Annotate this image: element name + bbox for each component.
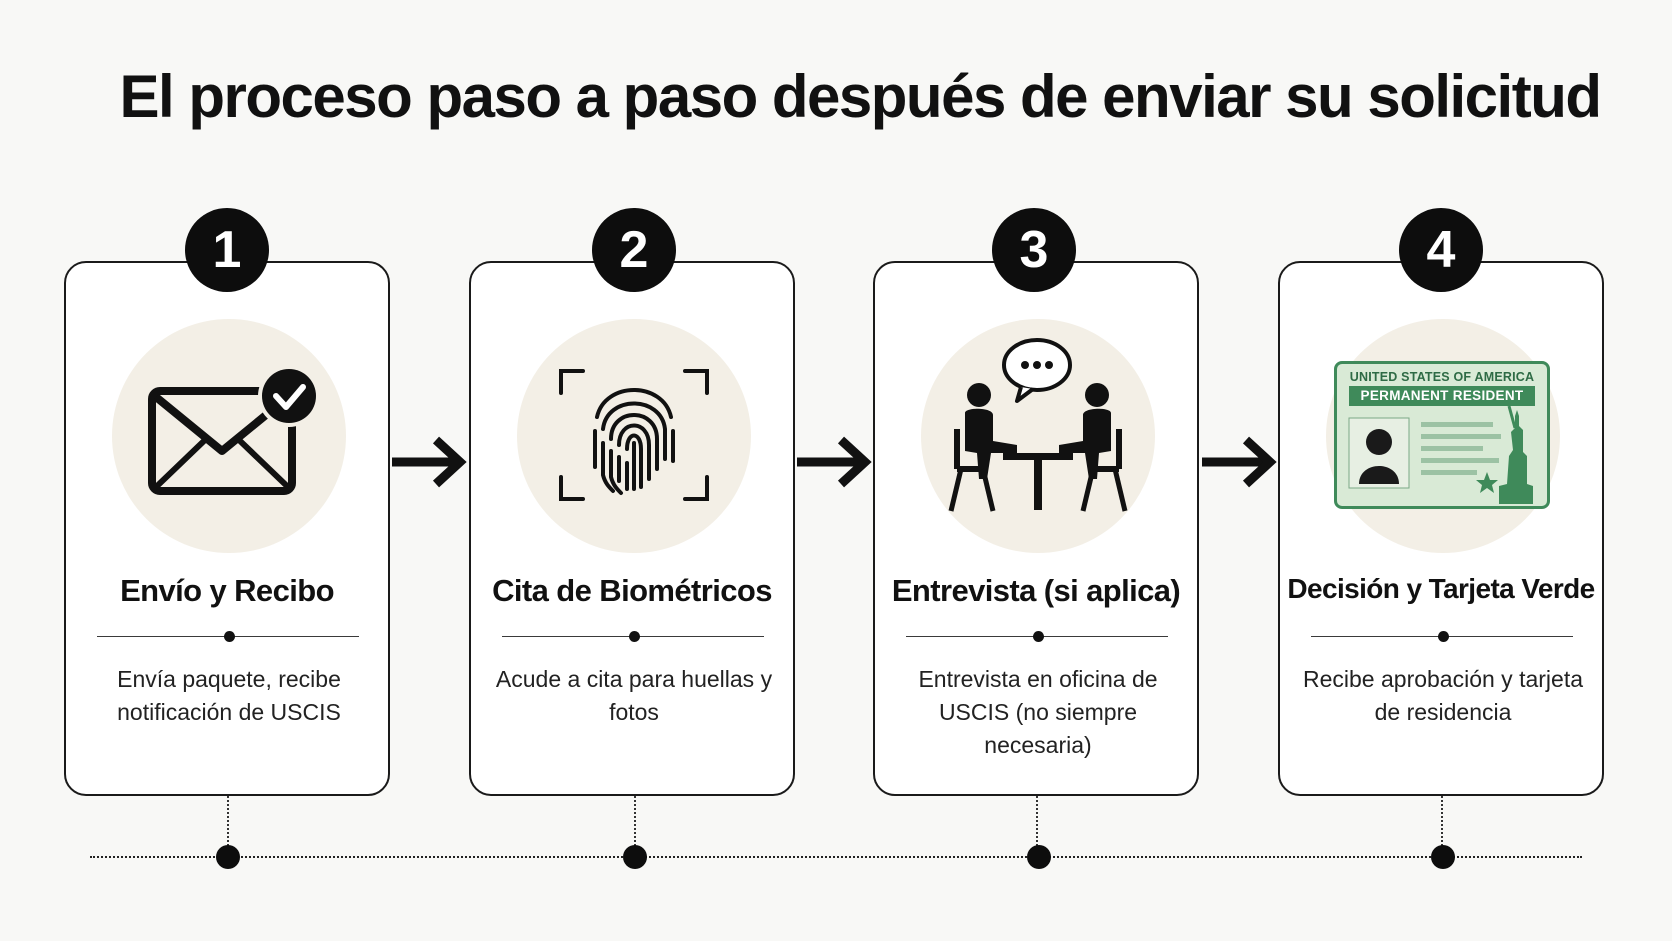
step-2-divider-dot <box>629 631 640 642</box>
timeline-connector <box>1036 796 1038 854</box>
step-1-description: Envía paquete, recibe notificación de US… <box>117 666 341 725</box>
fingerprint-icon <box>559 369 709 501</box>
step-4-card: UNITED STATES OF AMERICA PERMANENT RESID… <box>1278 261 1604 796</box>
arrow-right-icon <box>797 436 872 488</box>
step-2-icon-bg <box>517 319 751 553</box>
step-2-title: Cita de Biométricos <box>492 573 772 608</box>
step-2-description: Acude a cita para huellas y fotos <box>495 666 773 725</box>
arrow-right-icon <box>1202 436 1277 488</box>
timeline-dot <box>1027 845 1051 869</box>
envelope-check-icon <box>148 365 320 495</box>
green-card-icon: UNITED STATES OF AMERICA PERMANENT RESID… <box>1334 361 1550 509</box>
step-1-icon-bg <box>112 319 346 553</box>
timeline-dot <box>216 845 240 869</box>
arrow-right-icon <box>392 436 467 488</box>
step-1-divider-dot <box>224 631 235 642</box>
step-1-number-badge: 1 <box>185 208 269 292</box>
step-4-description: Recibe aprobación y tarjeta de residenci… <box>1303 666 1583 725</box>
step-2-card: Cita de Biométricos Acude a cita para hu… <box>469 261 795 796</box>
timeline-dot <box>1431 845 1455 869</box>
step-3-title: Entrevista (si aplica) <box>891 573 1181 608</box>
step-1-card: Envío y Recibo Envía paquete, recibe not… <box>64 261 390 796</box>
step-4-title: Decisión y Tarjeta Verde <box>1287 573 1595 604</box>
step-3-divider-dot <box>1033 631 1044 642</box>
green-card-details-icon <box>1348 405 1533 504</box>
step-3-number-badge: 3 <box>992 208 1076 292</box>
step-1-title: Envío y Recibo <box>120 573 334 608</box>
green-card-country: UNITED STATES OF AMERICA <box>1349 370 1535 384</box>
timeline-connector <box>1441 796 1443 854</box>
timeline-dot <box>623 845 647 869</box>
page-title: El proceso paso a paso después de enviar… <box>119 63 1603 130</box>
green-card-status: PERMANENT RESIDENT <box>1349 386 1535 406</box>
step-4-divider-dot <box>1438 631 1449 642</box>
step-3-icon-bg <box>921 319 1155 553</box>
timeline-connector <box>634 796 636 854</box>
step-2-number-badge: 2 <box>592 208 676 292</box>
timeline-line <box>90 856 1582 858</box>
step-4-number-badge: 4 <box>1399 208 1483 292</box>
interview-icon <box>948 338 1128 512</box>
step-3-description: Entrevista en oficina de USCIS (no siemp… <box>918 666 1158 758</box>
timeline-connector <box>227 796 229 854</box>
step-3-card: Entrevista (si aplica) Entrevista en ofi… <box>873 261 1199 796</box>
